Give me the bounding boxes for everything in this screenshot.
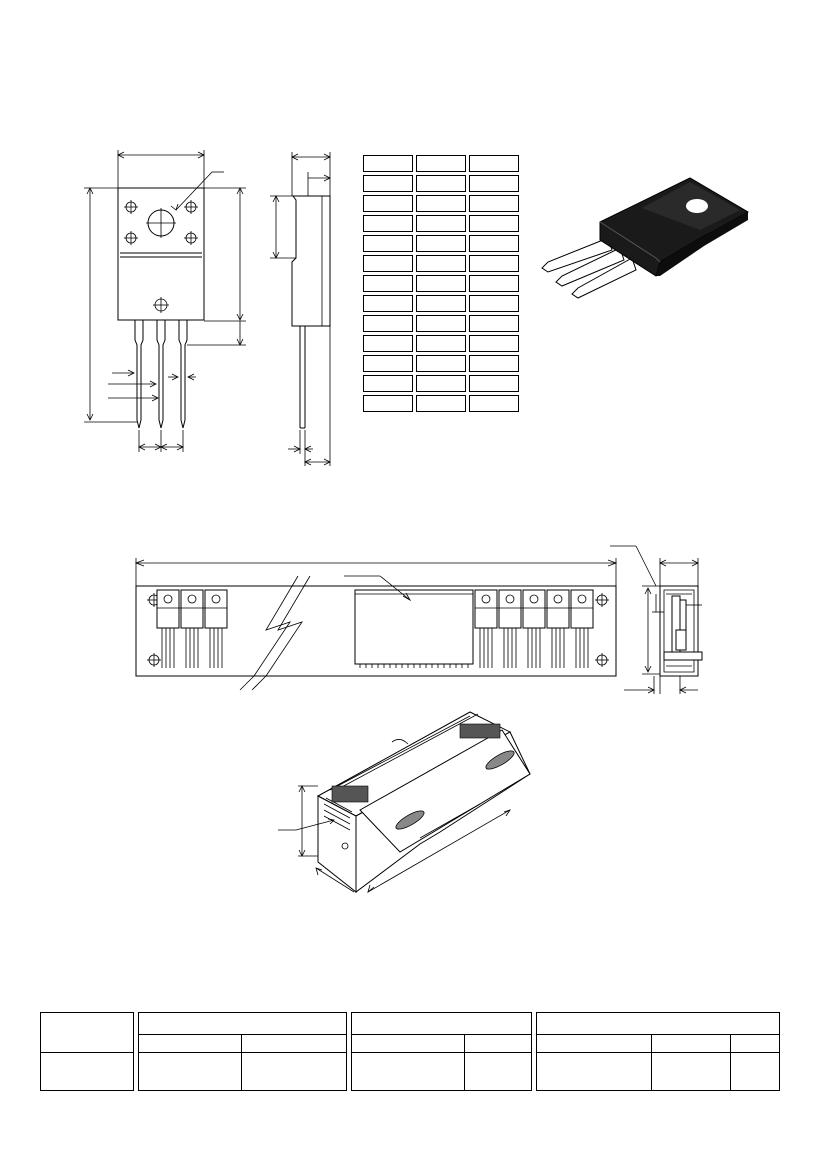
table-row [363, 335, 519, 352]
table-row [363, 255, 519, 272]
table-subheader-cell [138, 1034, 242, 1053]
table-cell [40, 1052, 134, 1091]
table-cell [416, 175, 466, 192]
table-cell [416, 335, 466, 352]
table-cell [416, 235, 466, 252]
table-cell [416, 195, 466, 212]
table-header-cell [138, 1012, 347, 1035]
table-cell [469, 315, 519, 332]
table-subheader-cell [464, 1034, 532, 1053]
table-cell [416, 355, 466, 372]
table-subheader-cell [651, 1034, 731, 1053]
table-cell [351, 1052, 465, 1091]
table-cell [469, 295, 519, 312]
table-cell [469, 335, 519, 352]
table-cell [469, 355, 519, 372]
table-cell [416, 315, 466, 332]
table-subheader-cell [351, 1034, 465, 1053]
table-row [363, 355, 519, 372]
table-row [40, 1012, 780, 1053]
dimension-table [360, 152, 522, 415]
table-header-cell [536, 1012, 780, 1035]
table-row [363, 395, 519, 412]
table-row [363, 315, 519, 332]
table-cell [363, 375, 413, 392]
table-cell [469, 155, 519, 172]
table-row [363, 235, 519, 252]
table-header-cell [351, 1012, 532, 1035]
table-subheader-cell [730, 1034, 780, 1053]
table-subheader-cell [241, 1034, 347, 1053]
table-cell [363, 155, 413, 172]
table-cell [469, 375, 519, 392]
table-subheader-cell [536, 1034, 652, 1053]
table-cell [469, 175, 519, 192]
table-row [363, 215, 519, 232]
table-cell [416, 215, 466, 232]
table-cell [363, 355, 413, 372]
table-cell [464, 1052, 532, 1091]
table-cell [363, 235, 413, 252]
table-cell [363, 315, 413, 332]
table-cell [416, 395, 466, 412]
table-row [41, 1034, 780, 1053]
tube-device-group-left [156, 589, 228, 668]
table-cell [241, 1052, 347, 1091]
table-cell [363, 195, 413, 212]
table-cell [363, 175, 413, 192]
packing-quantity-table [40, 1012, 780, 1091]
table-cell [651, 1052, 731, 1091]
table-cell [363, 215, 413, 232]
table-cell [536, 1052, 652, 1091]
table-cell [469, 215, 519, 232]
table-row [363, 375, 519, 392]
table-cell [730, 1052, 780, 1091]
table-cell [363, 295, 413, 312]
table-row [40, 1052, 780, 1091]
tube-end-view [624, 558, 703, 694]
table-header-cell [40, 1012, 134, 1053]
table-cell [416, 155, 466, 172]
table-cell [416, 255, 466, 272]
table-cell [469, 275, 519, 292]
tube-device-group-right [474, 589, 594, 668]
table-cell [469, 235, 519, 252]
table-cell [416, 275, 466, 292]
table-row [363, 295, 519, 312]
table-cell [469, 395, 519, 412]
table-cell [469, 255, 519, 272]
table-row [363, 155, 519, 172]
table-cell [363, 255, 413, 272]
table-row [363, 195, 519, 212]
table-cell [363, 275, 413, 292]
table-cell [416, 295, 466, 312]
table-cell [469, 195, 519, 212]
table-cell [138, 1052, 242, 1091]
table-cell [363, 395, 413, 412]
table-row [363, 275, 519, 292]
table-cell [416, 375, 466, 392]
table-cell [363, 335, 413, 352]
table-row [363, 175, 519, 192]
